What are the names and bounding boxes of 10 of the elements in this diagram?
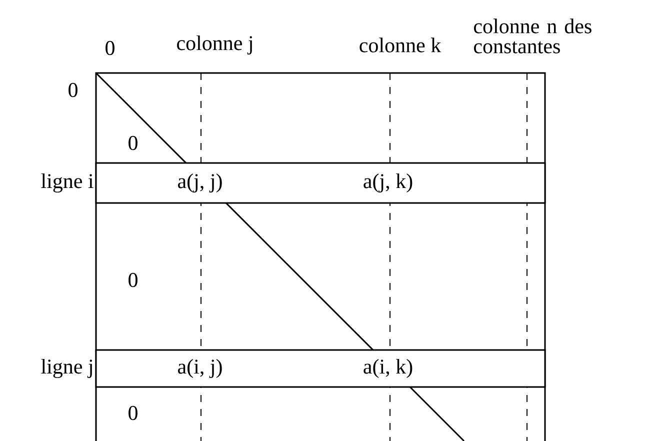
row-band: ligne j a(i, j) a(i, k): [41, 349, 546, 388]
matrix-label: 0: [106, 40, 114, 56]
node-label: ligne i: [41, 173, 94, 193]
matrix-label: colonne j: [177, 35, 252, 55]
matrix-label: 0: [128, 272, 138, 288]
row-band: ligne i a(j, j) a(j, k): [41, 162, 546, 204]
matrix-label: colonne n des constantes: [474, 18, 592, 54]
matrix-label: colonne k: [360, 38, 442, 52]
node-label: ligne j: [41, 358, 92, 378]
matrix-label: 0: [68, 82, 78, 98]
